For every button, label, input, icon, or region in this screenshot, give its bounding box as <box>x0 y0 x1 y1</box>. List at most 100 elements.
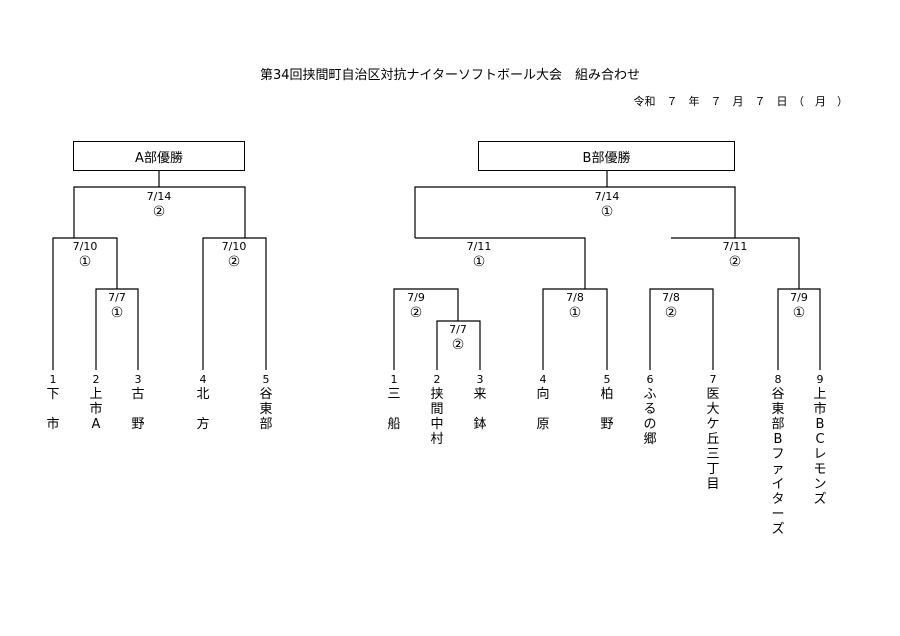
match-date: 7/8 <box>566 291 584 304</box>
team-name-char: 大 <box>706 402 720 417</box>
team-name-char: 鉢 <box>473 417 487 432</box>
match-date: 7/14 <box>594 190 620 203</box>
team-number: 9 <box>816 373 824 386</box>
champion-b-box: B部優勝 <box>478 141 735 171</box>
team-name-char: 中 <box>430 417 444 432</box>
match-number: ② <box>409 305 423 321</box>
team-name: 北 方 <box>192 387 214 432</box>
team-name: 古 野 <box>127 387 149 432</box>
team-name-char: 東 <box>771 402 785 417</box>
match-date: 7/7 <box>449 323 467 336</box>
team-name-char: イ <box>771 477 785 492</box>
team-name-char: 野 <box>600 417 614 432</box>
team-name-char: 野 <box>131 417 145 432</box>
match-date: 7/8 <box>662 291 680 304</box>
team-name-char: 谷 <box>259 387 273 402</box>
match-number: ① <box>110 305 124 321</box>
team-name-char: フ <box>771 447 785 462</box>
bracket-b-final <box>414 186 736 238</box>
team-name-char: 挟 <box>430 387 444 402</box>
team-name: 医大ケ丘三丁目 <box>702 387 724 492</box>
team-name-char: 谷 <box>771 387 785 402</box>
team-name-char: ァ <box>771 462 785 477</box>
team-name-char: タ <box>771 492 785 507</box>
match-number: ① <box>600 204 614 220</box>
team-number: 1 <box>49 373 57 386</box>
team-number: 6 <box>646 373 654 386</box>
match-date: 7/10 <box>72 240 98 253</box>
match-number: ② <box>227 254 241 270</box>
team-name-char: 東 <box>259 402 273 417</box>
team-name-char: 市 <box>89 402 103 417</box>
team-number: 5 <box>262 373 270 386</box>
team-name-char: ズ <box>771 522 785 537</box>
date-line: 令和 ７ 年 ７ 月 ７ 日 （ 月 ） <box>633 95 849 108</box>
match-date: 7/10 <box>221 240 247 253</box>
team-name-char: 丘 <box>706 432 720 447</box>
team-name-char <box>192 402 214 417</box>
team-name-char: 船 <box>387 417 401 432</box>
match-number: ① <box>78 254 92 270</box>
team-name: 下 市 <box>42 387 64 432</box>
team-name-char <box>42 402 64 417</box>
team-name-char: 目 <box>706 477 720 492</box>
team-name: 向 原 <box>532 387 554 432</box>
team-name-char: 来 <box>473 387 487 402</box>
team-name-char: ズ <box>813 492 827 507</box>
team-name: 挟間中村 <box>426 387 448 447</box>
match-number: ① <box>792 305 806 321</box>
team-name-char: 医 <box>706 387 720 402</box>
match-date: 7/9 <box>407 291 425 304</box>
team-name-char: C <box>815 432 825 447</box>
page-title: 第34回挟間町自治区対抗ナイターソフトボール大会 組み合わせ <box>259 68 641 83</box>
team-name-char: 原 <box>536 417 550 432</box>
team-name-char: 向 <box>536 387 550 402</box>
match-number: ① <box>472 254 486 270</box>
match-date: 7/14 <box>146 190 172 203</box>
team-name-char: 村 <box>430 432 444 447</box>
team-name-char: A <box>91 417 101 432</box>
team-name: 谷東部 <box>255 387 277 432</box>
team-name-char <box>383 402 405 417</box>
team-number: 7 <box>709 373 717 386</box>
team-name: 柏 野 <box>596 387 618 432</box>
team-name: 来 鉢 <box>469 387 491 432</box>
team-number: 3 <box>134 373 142 386</box>
team-name-char: 市 <box>46 417 60 432</box>
team-name-char: B <box>773 432 783 447</box>
match-date: 7/7 <box>108 291 126 304</box>
team-name-char: 北 <box>196 387 210 402</box>
team-name-char: 上 <box>813 387 827 402</box>
match-number: ② <box>152 204 166 220</box>
match-number: ② <box>664 305 678 321</box>
team-name-char: ー <box>771 507 785 522</box>
team-name: ふるの郷 <box>639 387 661 447</box>
team-name-char: モ <box>813 462 827 477</box>
team-name-char: 古 <box>131 387 145 402</box>
match-number: ② <box>728 254 742 270</box>
team-name-char: B <box>815 417 825 432</box>
team-name-char: 郷 <box>643 432 657 447</box>
team-name-char: 下 <box>46 387 60 402</box>
match-number: ① <box>568 305 582 321</box>
team-number: 8 <box>774 373 782 386</box>
team-number: 3 <box>476 373 484 386</box>
team-name-char: の <box>643 417 657 432</box>
team-name: 三 船 <box>383 387 405 432</box>
team-name-char: 柏 <box>600 387 614 402</box>
team-name-char: 部 <box>771 417 785 432</box>
team-name-char: 方 <box>196 417 210 432</box>
team-name-char <box>532 402 554 417</box>
